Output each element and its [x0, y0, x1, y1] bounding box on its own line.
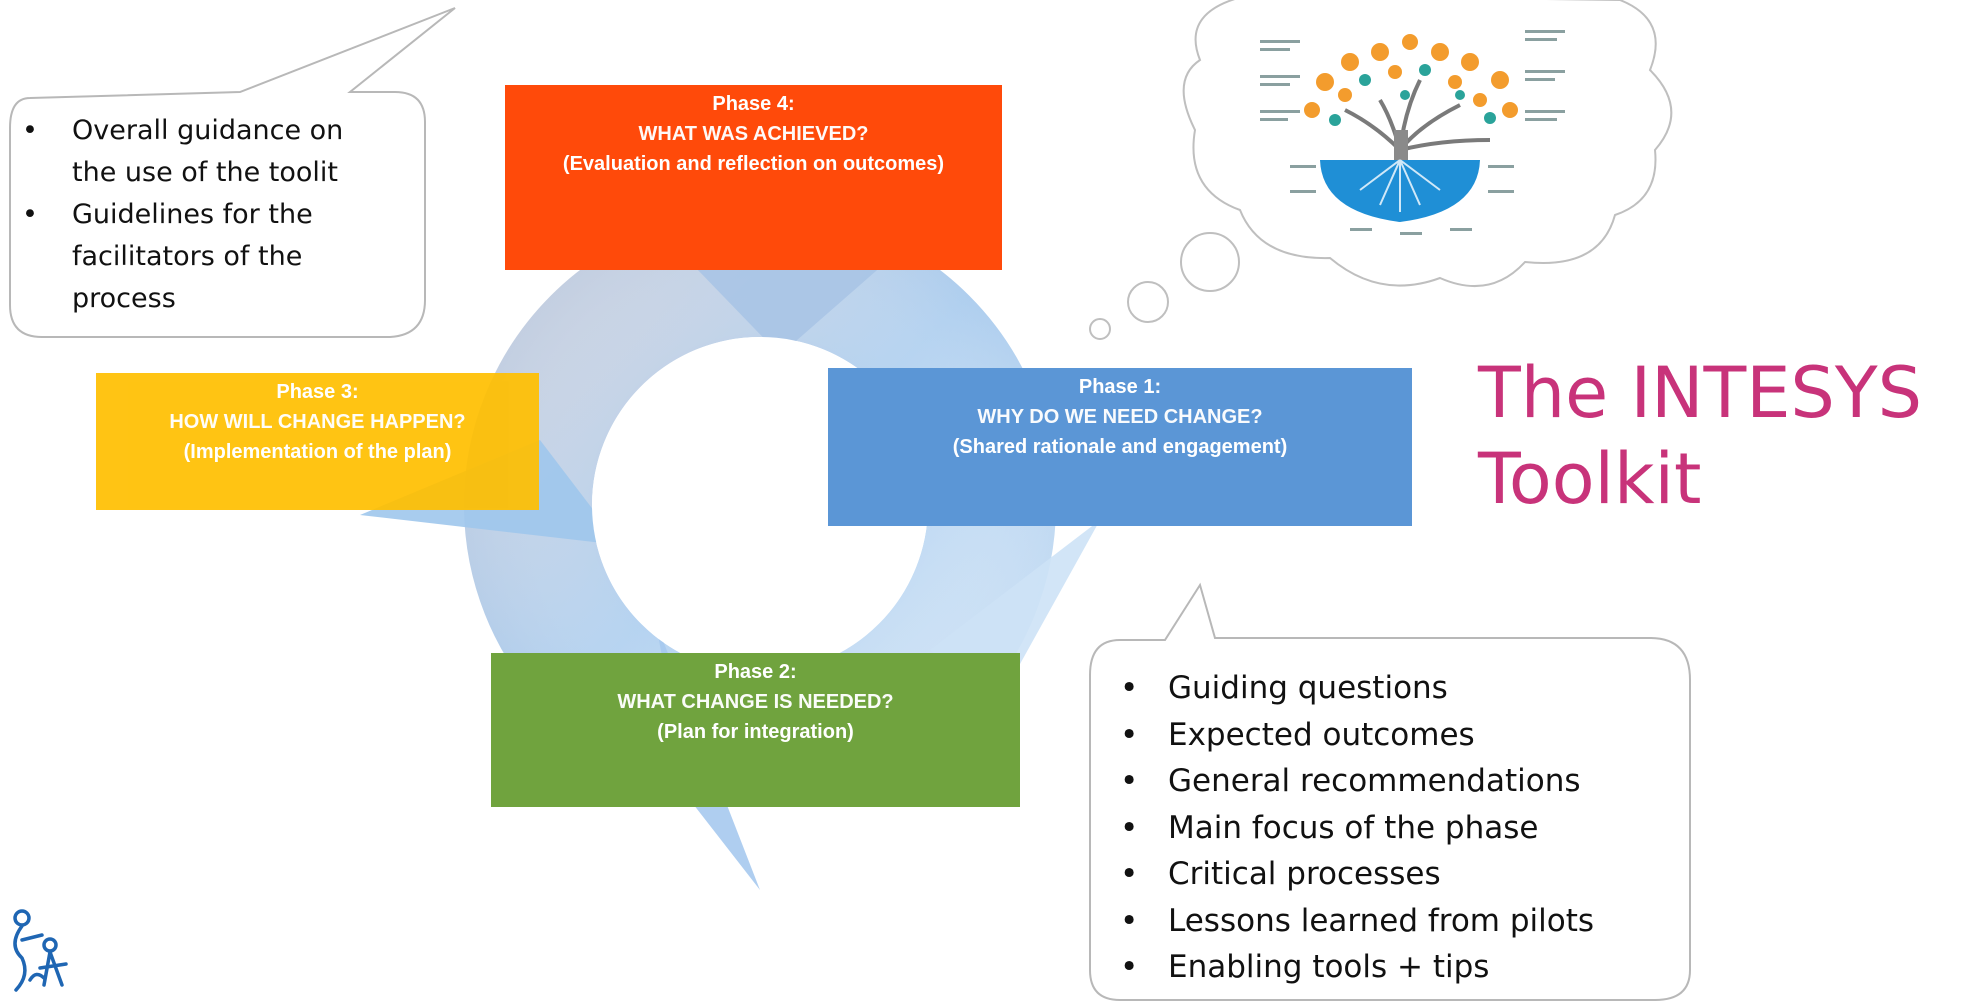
- phase-3-box: Phase 3: HOW WILL CHANGE HAPPEN? (Implem…: [96, 373, 539, 510]
- toolkit-title-line2: Toolkit: [1478, 438, 1702, 520]
- phase-4-description: (Evaluation and reflection on outcomes): [562, 153, 945, 175]
- phase-3-label: Phase 3:: [276, 381, 359, 403]
- callout-phase-item: Critical processes: [1120, 851, 1648, 898]
- phase-4-question: WHAT WAS ACHIEVED?: [638, 123, 869, 145]
- callout-phase-list: Guiding questions Expected outcomes Gene…: [1120, 665, 1648, 991]
- callout-general-item: Guidelines for the: [22, 194, 412, 236]
- phase-4-label: Phase 4:: [712, 93, 795, 115]
- callout-phase-item: Enabling tools + tips: [1120, 944, 1648, 991]
- callout-general-item: the use of the toolit: [72, 157, 338, 188]
- callout-general-item: facilitators of the: [72, 241, 303, 272]
- family-logo-icon: [13, 909, 68, 992]
- phase-1-question: WHY DO WE NEED CHANGE?: [977, 406, 1263, 428]
- callout-general-bubble: [9, 7, 456, 338]
- phase-2-box: Phase 2: WHAT CHANGE IS NEEDED? (Plan fo…: [491, 653, 1020, 807]
- callout-general-list: Overall guidance on the use of the tooli…: [22, 110, 412, 320]
- callout-phase-item: Expected outcomes: [1120, 712, 1648, 759]
- phase-1-label: Phase 1:: [1078, 376, 1162, 398]
- phase-2-label: Phase 2:: [714, 661, 797, 683]
- phase-4-box: Phase 4: WHAT WAS ACHIEVED? (Evaluation …: [505, 85, 1002, 270]
- phase-3-description: (Implementation of the plan): [183, 441, 452, 463]
- phase-1-box: Phase 1: WHY DO WE NEED CHANGE? (Shared …: [828, 368, 1412, 526]
- phase-2-description: (Plan for integration): [657, 721, 854, 743]
- toolkit-title-line1: The INTESYS: [1478, 352, 1923, 434]
- phase-3-question: HOW WILL CHANGE HAPPEN?: [169, 411, 466, 433]
- callout-phase-item: Guiding questions: [1120, 665, 1648, 712]
- callout-phase-item: Main focus of the phase: [1120, 805, 1648, 852]
- phase-2-question: WHAT CHANGE IS NEEDED?: [617, 691, 894, 713]
- phase-1-description: (Shared rationale and engagement): [952, 436, 1288, 458]
- callout-phase-item: Lessons learned from pilots: [1120, 898, 1648, 945]
- callout-general-item: Overall guidance on: [22, 110, 412, 152]
- toolkit-title: The INTESYS Toolkit: [1478, 350, 1922, 522]
- callout-general-item: process: [72, 283, 176, 314]
- tree-diagram-icon: [1260, 30, 1565, 235]
- callout-phase-item: General recommendations: [1120, 758, 1648, 805]
